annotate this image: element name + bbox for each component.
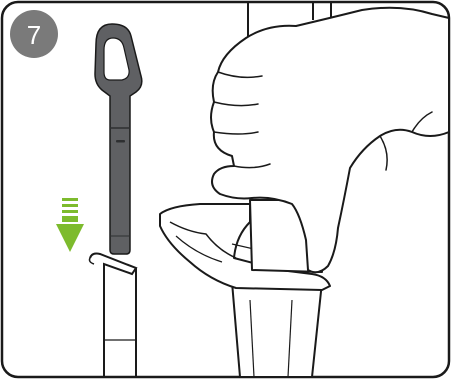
step-badge: 7 — [10, 10, 58, 58]
step-number: 7 — [27, 20, 41, 50]
